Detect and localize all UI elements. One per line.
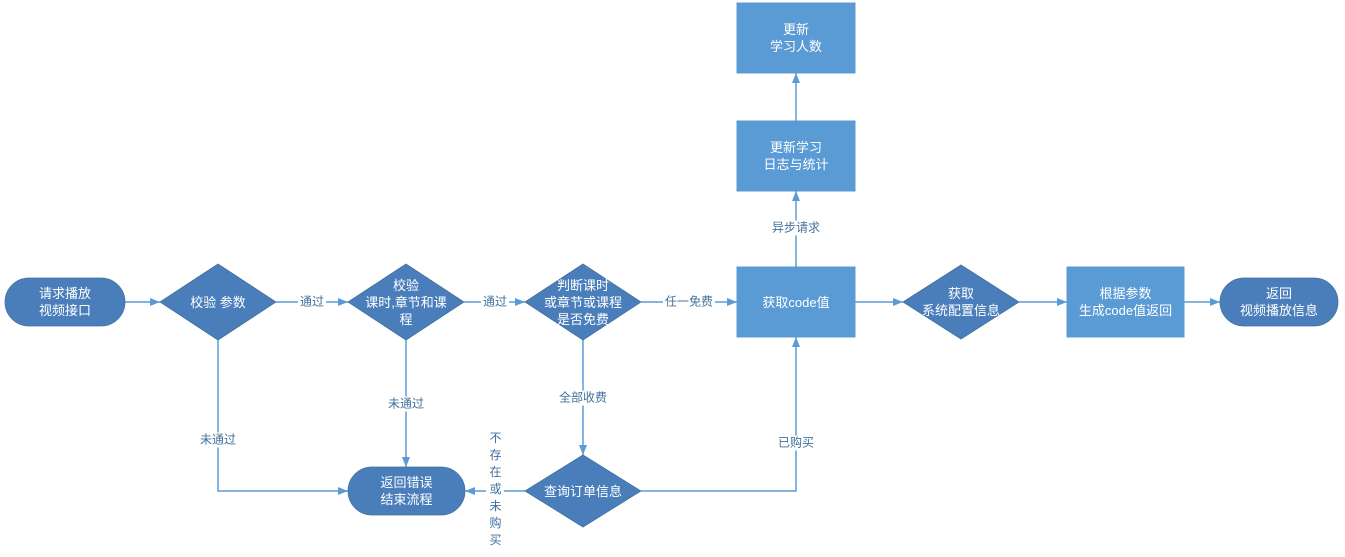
params-pass-edge-label: 通过 xyxy=(297,294,327,310)
connector-query-order-to-get-code xyxy=(641,337,800,492)
lesson-pass-edge-label: 通过 xyxy=(480,294,510,310)
generate-code-process xyxy=(1066,266,1185,338)
check-lesson-decision xyxy=(347,263,465,341)
async-request-edge-label: 异步请求 xyxy=(769,220,823,236)
any-free-edge-label: 任一免费 xyxy=(662,294,716,310)
get-code-process xyxy=(736,266,856,338)
all-paid-edge-label: 全部收费 xyxy=(556,390,610,406)
query-order-decision xyxy=(524,454,642,528)
check-free-decision xyxy=(524,263,642,341)
not-exist-or-unpaid-edge-label: 不存在或未购买 xyxy=(486,429,504,553)
update-count-process xyxy=(736,2,856,74)
connector-check-params-to-return-error xyxy=(217,340,348,495)
request-play-terminal xyxy=(4,277,126,327)
get-config-decision xyxy=(902,264,1020,340)
purchased-edge-label: 已购买 xyxy=(775,435,817,451)
params-fail-edge-label: 未通过 xyxy=(197,432,239,448)
check-params-decision xyxy=(159,263,277,341)
return-info-terminal xyxy=(1219,277,1339,327)
lesson-fail-edge-label: 未通过 xyxy=(385,396,427,412)
return-error-terminal xyxy=(347,466,466,516)
update-log-process xyxy=(736,120,856,192)
